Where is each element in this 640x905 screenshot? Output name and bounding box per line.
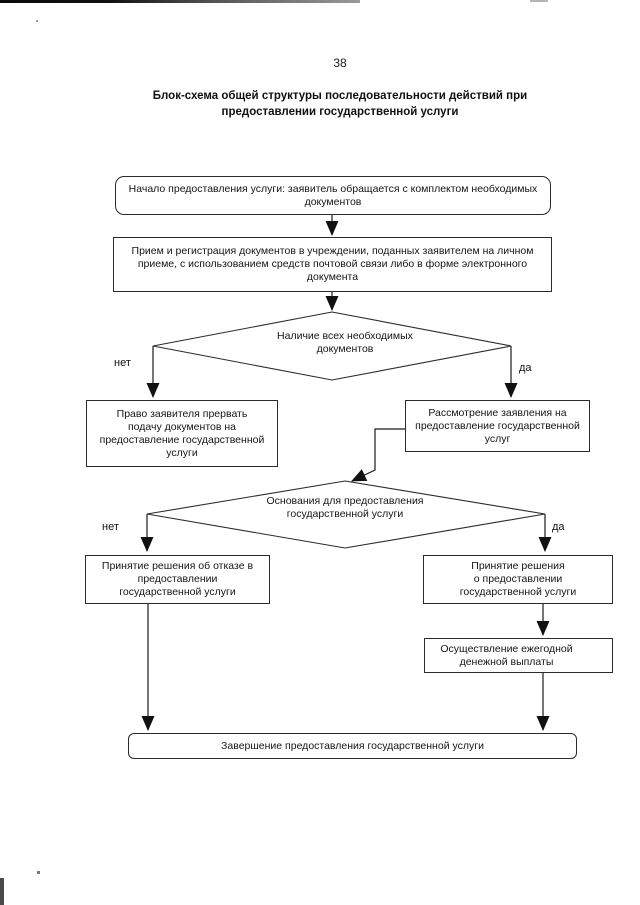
arrow-review-to-grounds-decision — [351, 428, 405, 482]
scan-artifact-top-dash — [530, 0, 548, 2]
docs-decision-label: Наличие всех необходимых документов — [277, 330, 413, 355]
start-node: Начало предоставления услуги: заявитель … — [115, 176, 551, 215]
review-node: Рассмотрение заявления на предоставление… — [405, 400, 590, 452]
payment-node: Осуществление ежегодной денежной выплаты — [424, 638, 613, 673]
approval-node: Принятие решения о предоставлении госуда… — [423, 555, 613, 604]
branch-label-no-grounds: нет — [102, 521, 119, 533]
end-node: Завершение предоставления государственно… — [128, 733, 577, 759]
reception-node: Прием и регистрация документов в учрежде… — [113, 237, 552, 292]
interrupt-node: Право заявителя прервать подачу документ… — [86, 400, 278, 467]
grounds-decision-diamond — [146, 480, 546, 549]
page-number: 38 — [333, 56, 347, 70]
scan-speck — [36, 20, 38, 22]
scan-artifact-top-edge — [0, 0, 360, 3]
scan-artifact-bottom-left — [0, 878, 4, 905]
branch-label-yes-grounds: да — [552, 521, 565, 533]
docs-decision-diamond — [152, 311, 512, 381]
grounds-decision-label: Основания для предоставления государстве… — [266, 495, 424, 520]
scan-speck — [37, 871, 40, 874]
branch-label-yes-docs: да — [519, 362, 532, 374]
page-title: Блок-схема общей структуры последователь… — [152, 90, 528, 118]
branch-label-no-docs: нет — [114, 357, 131, 369]
refusal-node: Принятие решения об отказе в предоставле… — [85, 555, 270, 604]
